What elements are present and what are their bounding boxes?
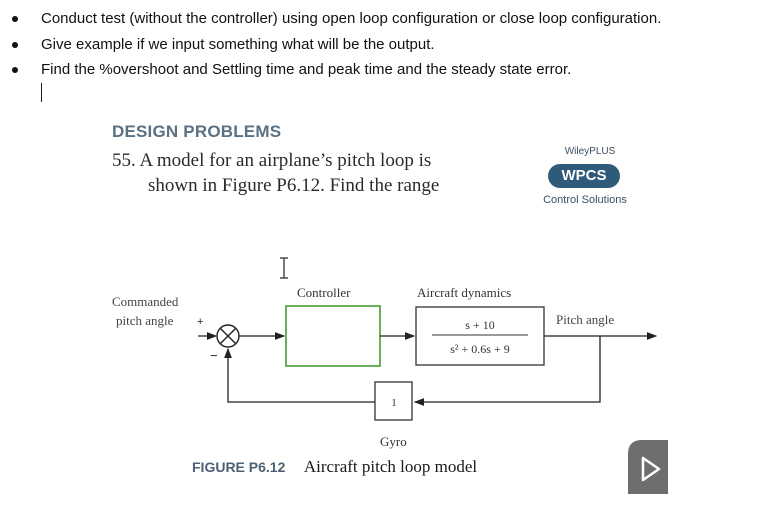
bullet-icon: [12, 67, 18, 73]
play-icon[interactable]: [628, 436, 668, 494]
block-diagram: Commanded pitch angle + − Controller Air…: [112, 257, 658, 449]
wpcs-badge: WPCS: [548, 164, 620, 188]
plant-label: Aircraft dynamics: [417, 285, 511, 300]
control-solutions-label: Control Solutions: [543, 194, 627, 206]
feedback-path-right: [413, 336, 601, 406]
instruction-list: Conduct test (without the controller) us…: [0, 8, 782, 85]
plant-block[interactable]: [415, 306, 545, 366]
bullet-icon: [12, 16, 18, 22]
gyro-gain: 1: [391, 397, 397, 409]
instruction-item: Find the %overshoot and Settling time an…: [0, 59, 782, 85]
problem-figure[interactable]: DESIGN PROBLEMS 55. A model for an airpl…: [100, 112, 670, 502]
wiley-plus-label: WileyPLUS: [564, 146, 616, 157]
document-text-caret: [41, 83, 42, 102]
instruction-item: Conduct test (without the controller) us…: [0, 8, 782, 34]
bullet-icon: [12, 41, 18, 48]
output-label: Pitch angle: [556, 312, 614, 327]
gyro-label: Gyro: [380, 434, 407, 449]
gyro-block[interactable]: [374, 381, 413, 421]
figure-title: Aircraft pitch loop model: [303, 457, 478, 476]
instruction-item: Give example if we input something what …: [0, 34, 782, 60]
input-label-pitch-angle: pitch angle: [116, 313, 174, 328]
input-label-commanded: Commanded: [112, 294, 179, 309]
minus-sign: −: [210, 348, 218, 363]
problem-heading: DESIGN PROBLEMS: [112, 122, 282, 141]
plus-sign: +: [197, 316, 203, 328]
instruction-text: Conduct test (without the controller) us…: [41, 10, 662, 27]
problem-statement: 55. A model for an airplane’s pitch loop…: [112, 148, 439, 198]
problem-line-2: shown in Figure P6.12. Find the range: [148, 175, 440, 196]
figure-number: FIGURE P6.12: [192, 459, 286, 475]
plant-numerator: s + 10: [465, 318, 494, 332]
instruction-text: Give example if we input something what …: [41, 35, 435, 53]
plant-denominator: s² + 0.6s + 9: [450, 342, 509, 356]
instruction-text: Find the %overshoot and Settling time an…: [41, 61, 572, 78]
controller-label: Controller: [297, 285, 351, 300]
text-cursor-icon: [280, 257, 288, 279]
feedback-path-left: [224, 347, 375, 403]
controller-block[interactable]: [285, 305, 381, 367]
figure-caption: FIGURE P6.12 Aircraft pitch loop model: [192, 457, 477, 477]
problem-line-1: 55. A model for an airplane’s pitch loop…: [112, 150, 432, 171]
summing-junction-icon: [216, 324, 240, 348]
